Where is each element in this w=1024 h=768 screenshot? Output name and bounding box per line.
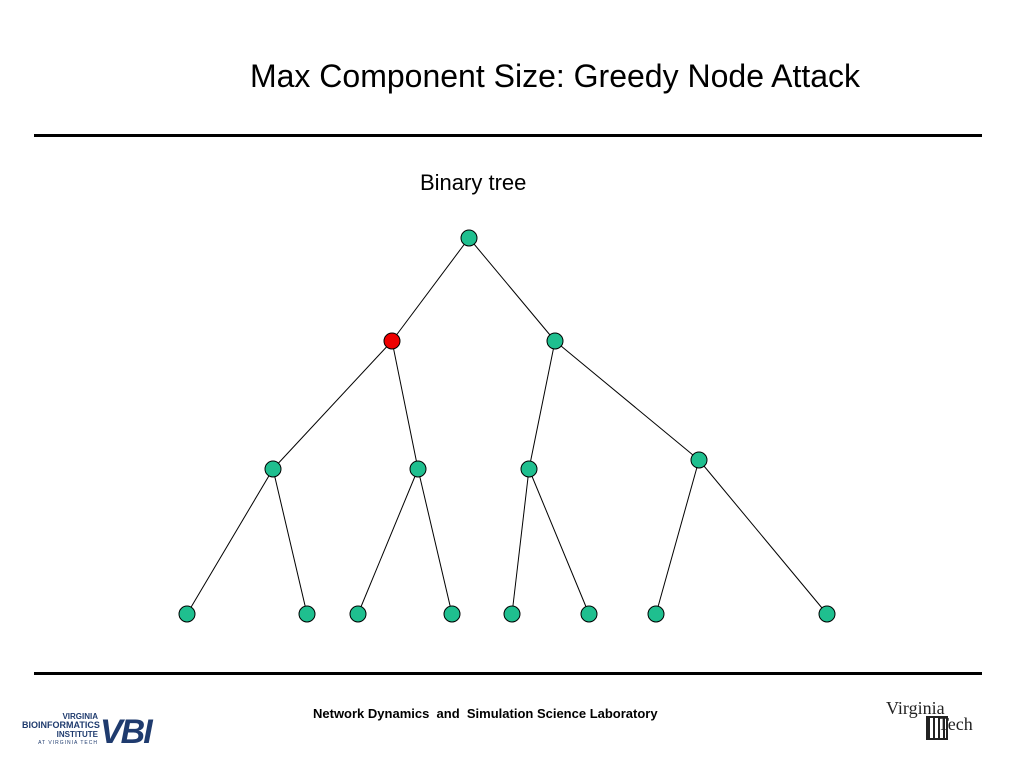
tree-node-l3-a — [178, 605, 196, 623]
tree-edge-l2-c-l3-e — [511, 468, 530, 615]
vt-emblem-icon — [926, 716, 948, 740]
vt-logo-line1: Virginia — [886, 698, 945, 718]
tree-edge-l2-c-l3-f — [528, 468, 590, 615]
tree-node-l1-left — [383, 332, 401, 350]
tree-node-l2-d — [690, 451, 708, 469]
tree-nodes — [178, 229, 836, 623]
tree-node-l3-g — [647, 605, 665, 623]
tree-edge-root-l1-left — [391, 237, 470, 342]
tree-node-l3-e — [503, 605, 521, 623]
tree-edge-l2-a-l3-b — [272, 468, 308, 615]
vt-logo-line2: Tech — [938, 714, 973, 734]
tree-node-l3-b — [298, 605, 316, 623]
tree-node-l3-h — [818, 605, 836, 623]
tree-node-l3-d — [443, 605, 461, 623]
tree-edge-l1-right-l2-c — [528, 340, 556, 470]
vbi-logo-line2: BIOINFORMATICS — [22, 720, 100, 730]
tree-edge-l2-d-l3-g — [655, 459, 700, 615]
tree-edge-l1-left-l2-a — [272, 340, 393, 470]
top-divider — [34, 134, 982, 137]
tree-edge-l2-b-l3-d — [417, 468, 453, 615]
tree-node-l2-b — [409, 460, 427, 478]
tree-edge-l1-right-l2-d — [554, 340, 700, 461]
bottom-divider — [34, 672, 982, 675]
tree-node-l3-f — [580, 605, 598, 623]
vbi-logo-line4: AT VIRGINIA TECH — [38, 740, 98, 746]
tree-edge-root-l1-right — [468, 237, 556, 342]
vbi-logo-text: VIRGINIA BIOINFORMATICS INSTITUTE AT VIR… — [22, 712, 100, 747]
tree-edge-l2-b-l3-c — [357, 468, 419, 615]
tree-node-l1-right — [546, 332, 564, 350]
tree-edge-l2-d-l3-h — [698, 459, 828, 615]
virginia-tech-logo: Virginia Tech — [886, 698, 996, 746]
tree-node-root — [460, 229, 478, 247]
vbi-logo: VIRGINIA BIOINFORMATICS INSTITUTE AT VIR… — [22, 712, 167, 752]
diagram-subtitle: Binary tree — [420, 170, 527, 195]
vbi-logo-line1: VIRGINIA — [62, 712, 98, 721]
tree-node-l2-a — [264, 460, 282, 478]
vbi-logo-mark: VBI — [100, 713, 153, 751]
vbi-logo-line3: INSTITUTE — [56, 730, 98, 739]
tree-node-l3-c — [349, 605, 367, 623]
tree-edge-l1-left-l2-b — [391, 340, 419, 470]
footer-lab-name: Network Dynamics and Simulation Science … — [313, 706, 658, 721]
tree-edge-l2-a-l3-a — [186, 468, 274, 615]
tree-node-l2-c — [520, 460, 538, 478]
slide-title: Max Component Size: Greedy Node Attack — [249, 58, 861, 94]
tree-edges — [186, 237, 828, 615]
